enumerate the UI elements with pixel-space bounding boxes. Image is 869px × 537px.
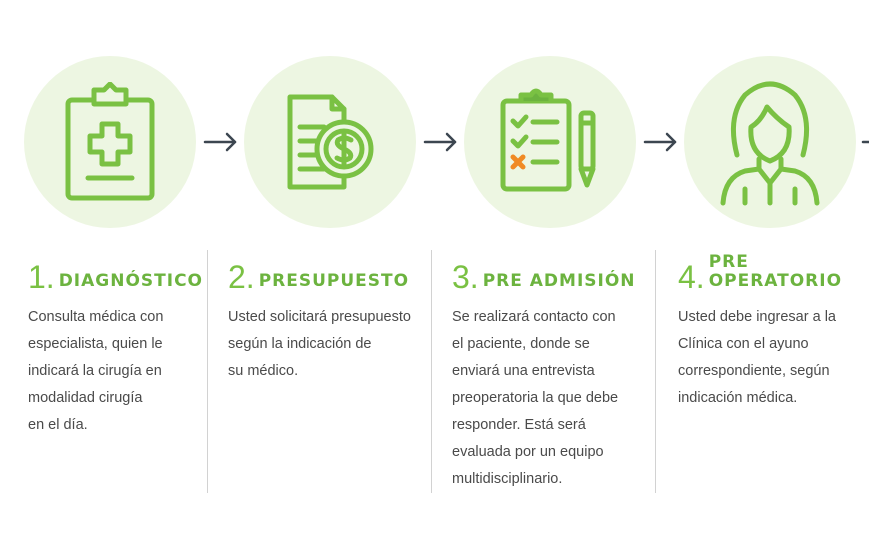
- step-2: 2. PRESUPUESTO Usted solicitará presupue…: [228, 260, 411, 385]
- checklist-clipboard-icon: [500, 88, 596, 192]
- medical-clipboard-icon: [65, 82, 155, 201]
- step-heading: 3. PRE ADMISIÓN: [452, 259, 636, 295]
- budget-document-dollar-icon: [287, 94, 374, 190]
- step-heading: 2. PRESUPUESTO: [228, 259, 410, 295]
- arrow-right-icon: [643, 132, 677, 152]
- step-description: Usted solicitará presupuesto según la in…: [228, 309, 411, 379]
- step-number: 2: [228, 259, 246, 295]
- step-title: PRESUPUESTO: [258, 271, 410, 291]
- arrow-right-icon: [861, 140, 869, 144]
- step-3-icon-circle: [464, 56, 636, 228]
- column-divider: [207, 250, 208, 493]
- step-description: Consulta médica con especialista, quien …: [28, 309, 164, 433]
- step-title: PRE ADMISIÓN: [482, 271, 636, 291]
- step-4-icon-circle: [684, 56, 856, 228]
- step-number: 1: [28, 259, 46, 295]
- step-title: DIAGNÓSTICO: [58, 271, 204, 291]
- step-heading: 4. PRE OPERATORIO: [678, 253, 849, 295]
- step-number: 4: [678, 259, 696, 295]
- step-title: PRE OPERATORIO: [708, 252, 843, 291]
- patient-woman-icon: [720, 81, 820, 206]
- step-description: Usted debe ingresar a la Clínica con el …: [678, 309, 836, 406]
- step-description: Se realizará contacto con el paciente, d…: [452, 309, 619, 487]
- step-1: 1. DIAGNÓSTICO Consulta médica con espec…: [28, 260, 203, 439]
- step-4: 4. PRE OPERATORIO Usted debe ingresar a …: [678, 253, 849, 412]
- step-heading: 1. DIAGNÓSTICO: [28, 259, 204, 295]
- arrow-right-icon: [203, 132, 237, 152]
- step-1-icon-circle: [24, 56, 196, 228]
- column-divider: [431, 250, 432, 493]
- arrow-right-icon: [423, 132, 457, 152]
- step-3: 3. PRE ADMISIÓN Se realizará contacto co…: [452, 260, 636, 493]
- step-2-icon-circle: [244, 56, 416, 228]
- step-number: 3: [452, 259, 470, 295]
- column-divider: [655, 250, 656, 493]
